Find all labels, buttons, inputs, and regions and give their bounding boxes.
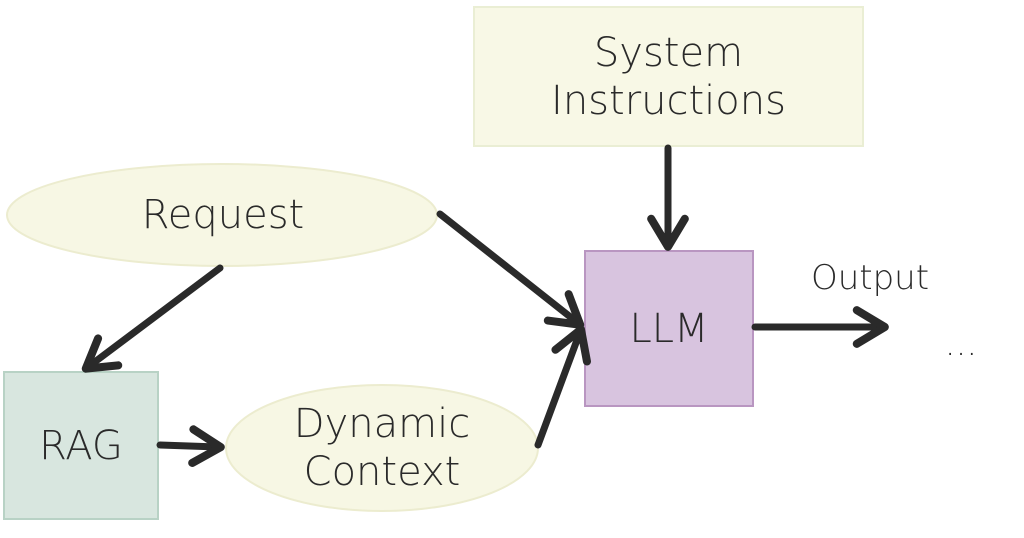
- arrow-rag-to-dynamic-context: [156, 425, 225, 467]
- rag-box: [3, 371, 159, 520]
- arrow-request-to-rag: [81, 264, 224, 373]
- arrow-dynamic-context-to-llm: [534, 325, 591, 449]
- llm-box: [584, 250, 754, 407]
- llm-label: LLM: [629, 305, 709, 352]
- dynamic-context-label: Dynamic Context: [293, 401, 471, 495]
- ellipsis-label: ...: [944, 323, 978, 364]
- request-label: Request: [141, 192, 305, 238]
- rag-label: RAG: [39, 422, 123, 469]
- system-instructions-label: System Instructions: [551, 29, 786, 124]
- output-label: Output: [810, 257, 930, 298]
- arrow-request-to-llm: [436, 210, 585, 329]
- system-instructions-box: [473, 6, 864, 147]
